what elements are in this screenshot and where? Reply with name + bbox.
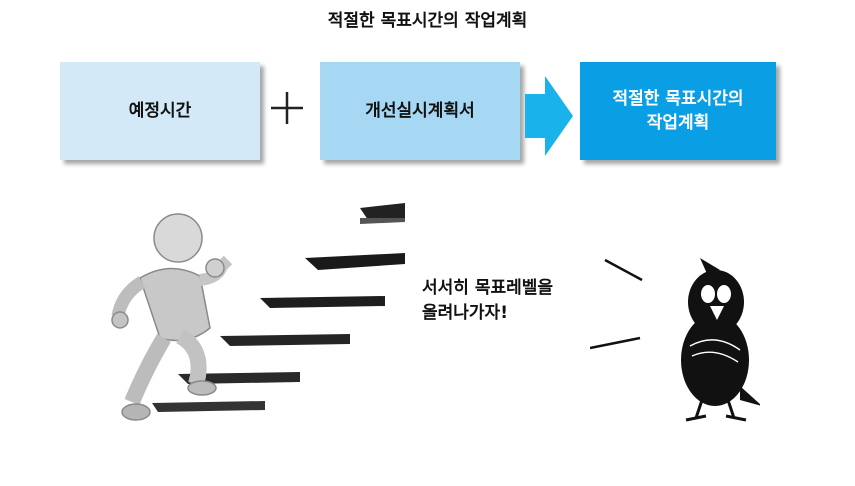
crow-body — [681, 258, 760, 406]
crow-legs — [685, 399, 747, 422]
result-plan-box: 적절한 목표시간의 작업계획 — [580, 62, 776, 160]
result-label-line2: 작업계획 — [646, 113, 710, 133]
stairs-illustration — [111, 203, 405, 421]
speech-lines — [590, 258, 643, 350]
result-label-line1: 적절한 목표시간의 — [612, 89, 744, 109]
scheduled-time-box: 예정시간 — [60, 62, 260, 160]
running-figure — [111, 213, 233, 421]
speech-line1: 서서히 목표레벨을 — [422, 278, 554, 298]
improvement-plan-label: 개선실시계획서 — [365, 101, 475, 121]
speech-text: 서서히 목표레벨을 올려나가자! — [422, 276, 553, 326]
crow-illustration — [590, 258, 760, 422]
plus-icon — [271, 92, 303, 124]
stair-steps — [152, 203, 405, 412]
scheduled-time-label: 예정시간 — [128, 101, 192, 121]
arrow-right-icon — [525, 76, 573, 156]
speech-line2: 올려나가자! — [422, 303, 508, 323]
improvement-plan-box: 개선실시계획서 — [320, 62, 520, 160]
crow-face — [701, 285, 731, 320]
diagram-title: 적절한 목표시간의 작업계획 — [327, 11, 528, 31]
